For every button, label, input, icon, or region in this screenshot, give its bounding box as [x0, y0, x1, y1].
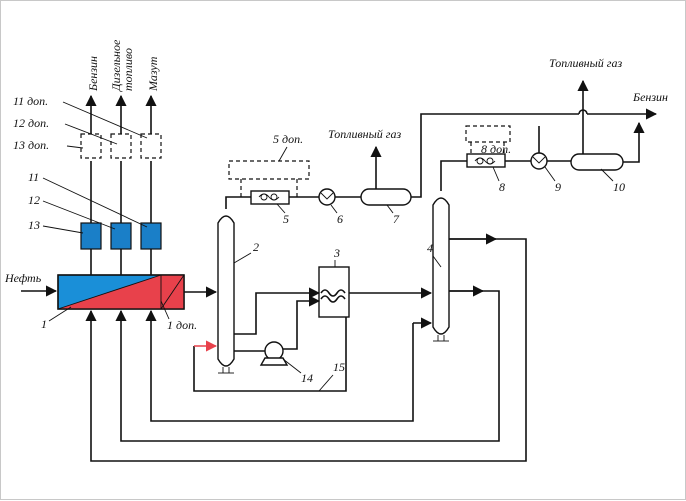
label-6: 6	[337, 212, 343, 226]
fuel-gas-label-2: Топливный газ	[549, 56, 622, 70]
label-11-add: 11 доп.	[13, 94, 48, 108]
label-11: 11	[28, 170, 39, 184]
label-7: 7	[393, 212, 400, 226]
label-8: 8	[499, 180, 505, 194]
return-line-outer	[85, 238, 527, 462]
air-cooler-8-add	[465, 125, 511, 143]
label-13: 13	[28, 218, 40, 232]
oil-label: Нефть	[4, 271, 42, 285]
label-4: 4	[427, 241, 433, 255]
gasoline-right-label: Бензин	[632, 90, 668, 104]
label-1: 1	[41, 317, 47, 331]
label-1-add: 1 доп.	[167, 318, 197, 332]
air-cooler-5-add	[228, 160, 310, 180]
label-8-add: 8 доп.	[481, 142, 511, 156]
stream-15	[193, 317, 347, 392]
label-2: 2	[253, 240, 259, 254]
condenser-6	[318, 188, 336, 206]
separator-10	[570, 153, 624, 171]
fuel-gas-label-1: Топливный газ	[328, 127, 401, 141]
separator-7	[360, 188, 412, 206]
diesel-label-line2: топливо	[121, 48, 135, 91]
label-14: 14	[301, 371, 313, 385]
return-line-inner	[145, 309, 414, 422]
coolers-side	[80, 94, 162, 275]
column-2	[217, 215, 235, 374]
cooler-13	[80, 222, 102, 250]
label-5-add: 5 доп.	[273, 132, 303, 146]
label-3: 3	[333, 246, 340, 260]
label-13-add: 13 доп.	[13, 138, 49, 152]
condenser-9	[530, 152, 548, 170]
furnace-1	[57, 274, 185, 310]
cooler-11	[140, 222, 162, 250]
fuel-oil-label: Мазут	[146, 56, 160, 92]
label-12-add: 12 доп.	[13, 116, 49, 130]
label-10: 10	[613, 180, 625, 194]
label-5: 5	[283, 212, 289, 226]
label-9: 9	[555, 180, 561, 194]
gasoline-top-label: Бензин	[86, 56, 100, 92]
label-15: 15	[333, 360, 345, 374]
cooler-13-add	[80, 133, 102, 159]
cooler-11-add	[140, 133, 162, 159]
column-4	[432, 197, 450, 342]
cooler-12-add	[110, 133, 132, 159]
diesel-label-line1: Дизельное	[109, 39, 123, 92]
label-12: 12	[28, 193, 40, 207]
cooler-12	[110, 222, 132, 250]
